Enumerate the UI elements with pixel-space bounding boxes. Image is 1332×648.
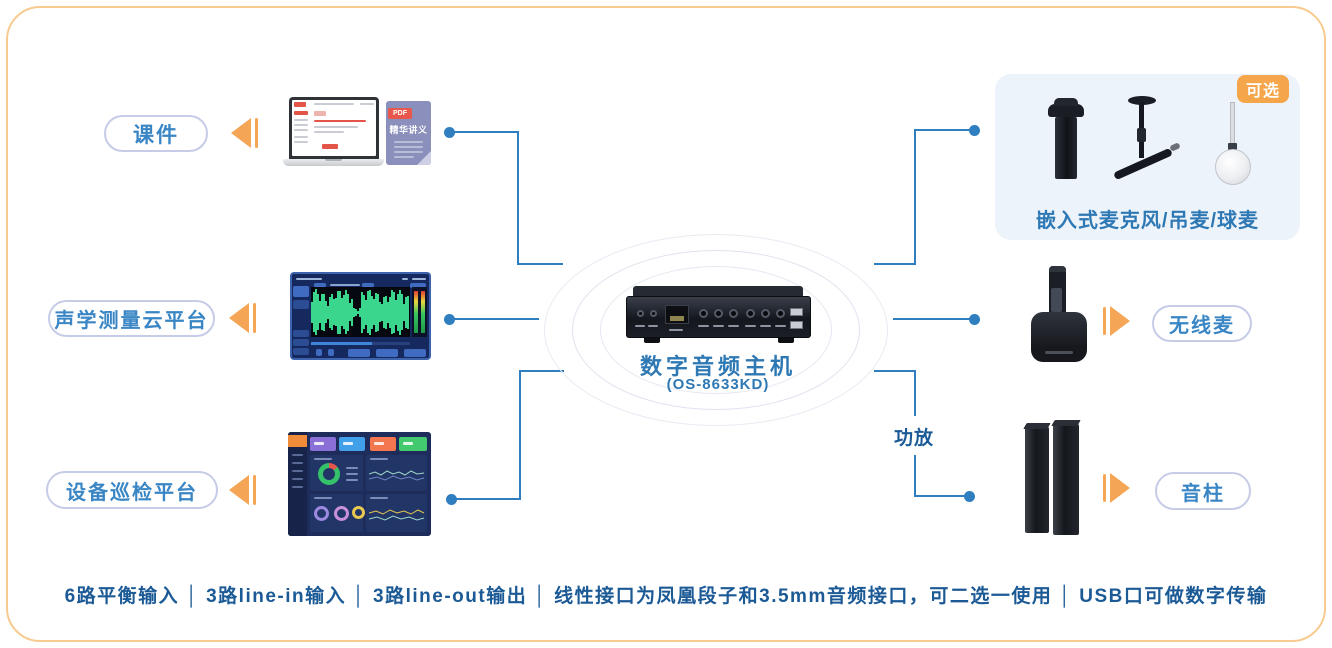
hanging-mic-image <box>1137 128 1146 142</box>
wireless-mic-dock-image <box>1031 312 1087 362</box>
ball-mic-image <box>1230 102 1235 146</box>
connector-line <box>914 495 970 497</box>
connector-line <box>893 318 975 320</box>
node-wireless-mic-label: 无线麦 <box>1169 315 1235 337</box>
rings-panel <box>310 494 365 532</box>
stat-card <box>399 437 427 451</box>
connector-dot <box>964 491 975 502</box>
connector-line <box>914 370 916 416</box>
dashboard-sidebar <box>288 432 307 536</box>
node-courseware-label: 课件 <box>133 123 179 147</box>
stat-card <box>310 437 336 451</box>
connector-line <box>914 455 916 497</box>
node-wireless-mic: 无线麦 <box>1152 305 1252 342</box>
inspection-app-screenshot <box>288 432 431 536</box>
line-chart-panel <box>366 494 427 532</box>
arrow-right-icon <box>1110 473 1130 503</box>
arrow-bar-icon <box>1103 307 1106 335</box>
mic-panel-label: 嵌入式麦克风/吊麦/球麦 <box>1035 210 1260 232</box>
host-title: 数字音频主机 <box>639 354 796 379</box>
footer-specs: 6路平衡输入 │ 3路line-in输入 │ 3路line-out输出 │ 线性… <box>64 586 1268 607</box>
donut-panel <box>310 455 363 491</box>
node-speaker-column: 音柱 <box>1155 472 1251 510</box>
pdf-fold-corner <box>417 151 431 165</box>
connector-line <box>519 370 521 500</box>
host-model: (OS-8633KD) <box>666 376 770 393</box>
arrow-bar-icon <box>253 303 256 333</box>
playback-progress <box>311 342 410 345</box>
node-courseware: 课件 <box>104 115 208 152</box>
column-speaker-image <box>1025 427 1049 533</box>
connector-line <box>914 129 974 131</box>
arrow-left-icon <box>229 475 249 505</box>
connector-line <box>519 370 564 372</box>
node-inspection-platform: 设备巡检平台 <box>46 471 218 509</box>
optional-badge: 可选 <box>1237 75 1289 103</box>
connector-line <box>914 129 916 265</box>
pdf-title: 精华讲义 <box>389 125 428 135</box>
host-device-top <box>633 286 803 298</box>
amplifier-label: 功放 <box>893 428 934 449</box>
laptop-screen <box>289 97 379 159</box>
connector-line <box>449 131 519 133</box>
connector-dot <box>969 314 980 325</box>
ball-mic-image <box>1228 143 1237 150</box>
level-meters <box>412 287 427 337</box>
host-device-front <box>626 296 811 338</box>
pdf-tag: PDF <box>388 108 412 119</box>
arrow-right-icon <box>1110 306 1130 336</box>
connector-line <box>517 131 519 265</box>
laptop-page <box>292 100 376 156</box>
connector-line <box>874 263 916 265</box>
usb-port <box>790 308 803 316</box>
arrow-bar-icon <box>255 118 258 148</box>
connector-line <box>874 370 916 372</box>
arrow-left-icon <box>231 118 251 148</box>
connector-dot <box>969 125 980 136</box>
embedded-mic-image <box>1048 98 1084 117</box>
host-device-foot <box>778 338 794 343</box>
connector-line <box>449 318 539 320</box>
ellipse-ring-middle <box>572 250 860 410</box>
ellipse-ring-outer <box>544 234 888 426</box>
arrow-left-icon <box>229 303 249 333</box>
pdf-document: PDF 精华讲义 <box>386 101 431 165</box>
column-speaker-image <box>1053 424 1079 535</box>
embedded-mic-image <box>1055 117 1077 179</box>
hanging-mic-image <box>1128 96 1156 105</box>
node-acoustic-label: 声学测量云平台 <box>54 310 209 332</box>
acoustic-app-screenshot <box>290 272 431 360</box>
arrow-bar-icon <box>1103 474 1106 502</box>
arrow-bar-icon <box>253 475 256 505</box>
line-chart-panel <box>366 455 427 491</box>
host-device-foot <box>644 338 660 343</box>
stat-card <box>370 437 396 451</box>
node-inspection-label: 设备巡检平台 <box>66 481 198 504</box>
node-acoustic-platform: 声学测量云平台 <box>48 300 215 337</box>
connector-line <box>517 263 563 265</box>
connector-line <box>451 498 521 500</box>
usb-port <box>790 321 803 329</box>
ball-mic-image <box>1215 149 1251 185</box>
wireless-mic-image <box>1049 266 1066 324</box>
laptop-base <box>283 159 384 166</box>
waveform-bars <box>311 287 410 337</box>
ethernet-port <box>665 305 689 324</box>
node-speaker-column-label: 音柱 <box>1181 482 1225 505</box>
stat-card <box>339 437 365 451</box>
